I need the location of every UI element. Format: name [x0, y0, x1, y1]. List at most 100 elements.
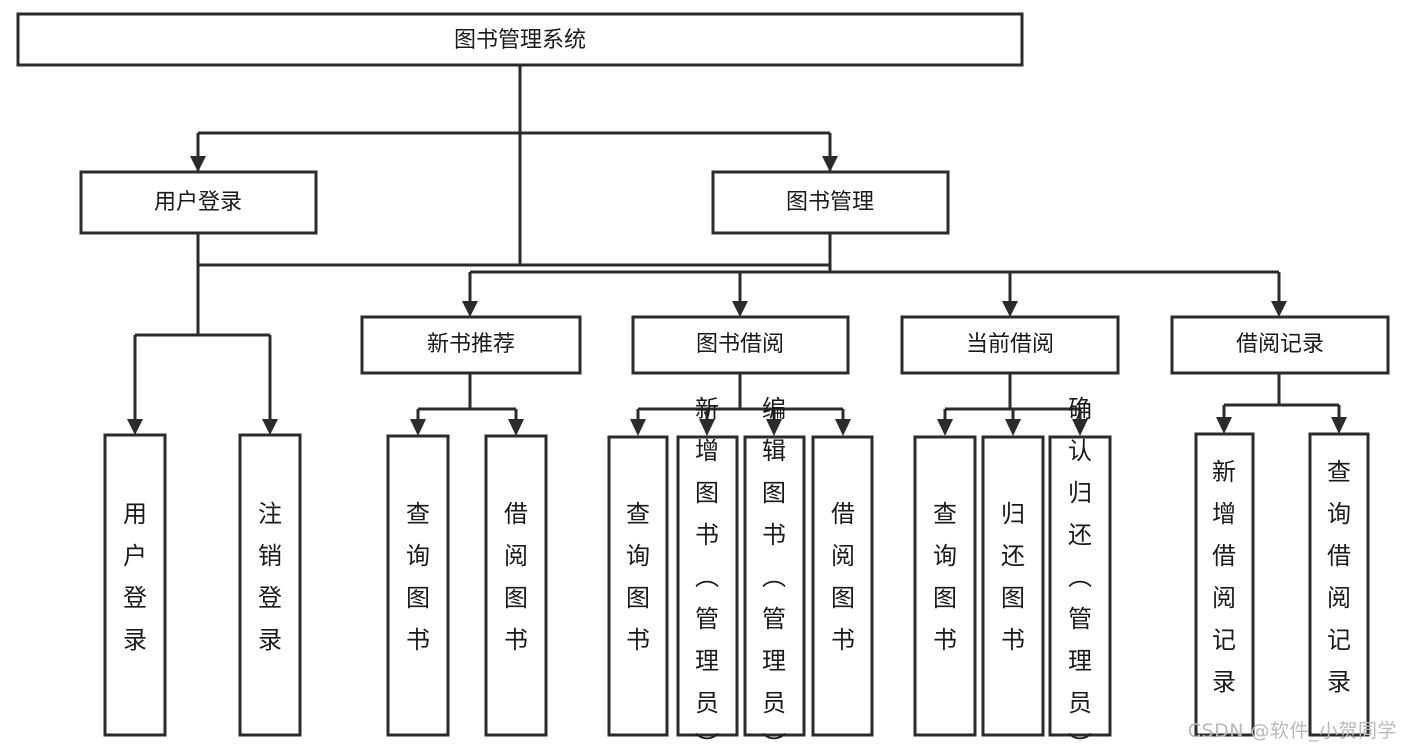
- leaf-label-char: 录: [1327, 668, 1351, 696]
- arrowhead-query-record: [1331, 417, 1347, 434]
- arrowhead-leaf-user-logout: [262, 419, 278, 435]
- node-leaf-return-book-box[interactable]: [981, 435, 1045, 737]
- leaf-label-char: 询: [406, 542, 430, 570]
- leaf-label-char: 阅: [1212, 584, 1236, 612]
- node-borrow-record-box[interactable]: [1170, 315, 1390, 375]
- leaf-label-char: 理: [762, 647, 786, 675]
- node-leaf-add-book[interactable]: [676, 435, 739, 737]
- leaf-label-char: 阅: [504, 542, 528, 570]
- arrowhead-current-borrow: [1002, 301, 1018, 317]
- node-leaf-add-record-box[interactable]: [1194, 432, 1255, 737]
- node-leaf-query-book-1-box[interactable]: [386, 434, 450, 737]
- node-leaf-query-book-1[interactable]: [386, 434, 450, 737]
- leaf-label-char: 户: [123, 542, 147, 570]
- arrowhead-user-login: [190, 156, 206, 172]
- leaf-label-char: 录: [123, 626, 147, 654]
- node-leaf-user-logout[interactable]: [238, 433, 302, 737]
- leaf-label-char: 书: [695, 521, 719, 549]
- node-leaf-query-book-2[interactable]: [607, 435, 669, 737]
- node-leaf-edit-book-box[interactable]: [743, 435, 806, 737]
- node-leaf-query-record-box[interactable]: [1308, 432, 1370, 737]
- node-leaf-return-book[interactable]: [981, 435, 1045, 737]
- edge-layer-main: [127, 65, 1347, 436]
- node-leaf-query-book-3[interactable]: [913, 435, 977, 737]
- node-root[interactable]: 图书管理系统: [16, 12, 1024, 67]
- node-leaf-borrow-book-2[interactable]: [811, 435, 874, 737]
- leaf-label-char: 新: [1212, 458, 1236, 486]
- node-leaf-add-book-box[interactable]: [676, 435, 739, 737]
- leaf-label-char: 查: [1327, 458, 1351, 486]
- leaf-label-char: 理: [1068, 647, 1092, 675]
- node-leaf-user-logout-box[interactable]: [238, 433, 302, 737]
- leaf-label-char: ︶: [1068, 731, 1092, 747]
- node-current-borrow-box[interactable]: [900, 315, 1120, 375]
- leaf-label-char: 借: [1212, 542, 1236, 570]
- node-leaf-edit-book[interactable]: [743, 435, 806, 737]
- node-root-box[interactable]: [16, 12, 1024, 67]
- arrowhead-edit-book: [766, 419, 782, 436]
- leaf-label-char: 管: [1068, 605, 1092, 633]
- arrowhead-return-book: [1005, 419, 1021, 436]
- node-leaf-borrow-book-1[interactable]: [484, 434, 548, 737]
- leaf-label-char: 员: [1068, 689, 1092, 717]
- arrowhead-query-book-2: [630, 419, 646, 436]
- leaf-label-char: 管: [695, 605, 719, 633]
- edge-layer: [196, 65, 832, 267]
- node-user-login-box[interactable]: [79, 170, 318, 235]
- leaf-label-char: 管: [762, 605, 786, 633]
- node-current-borrow[interactable]: 当前借阅: [900, 315, 1120, 375]
- leaf-label-char: 查: [626, 500, 650, 528]
- node-book-manage[interactable]: 图书管理: [711, 170, 950, 235]
- leaf-label-char: 借: [504, 500, 528, 528]
- leaf-label-char: 登: [258, 584, 282, 612]
- leaf-label-char: 书: [626, 626, 650, 654]
- leaf-label-char: 辑: [762, 437, 786, 465]
- leaf-label-char: 图: [406, 584, 430, 612]
- node-leaf-user-login-box[interactable]: [103, 433, 167, 737]
- leaf-label-char: ︶: [762, 731, 786, 747]
- leaf-label-char: 员: [762, 689, 786, 717]
- node-user-login[interactable]: 用户登录: [79, 170, 318, 235]
- node-new-book-recommend-box[interactable]: [360, 315, 582, 375]
- leaf-label-char: 借: [1327, 542, 1351, 570]
- leaf-label-char: 书: [831, 626, 855, 654]
- node-leaf-query-book-2-box[interactable]: [607, 435, 669, 737]
- leaf-label-char: 书: [504, 626, 528, 654]
- leaf-label-char: 确: [1068, 395, 1092, 423]
- leaf-label-char: 阅: [831, 542, 855, 570]
- arrowhead-query-book-3: [937, 419, 953, 436]
- leaf-label-char: 录: [258, 626, 282, 654]
- node-leaf-confirm-return[interactable]: [1048, 435, 1112, 737]
- node-leaf-borrow-book-1-box[interactable]: [484, 434, 548, 737]
- node-book-manage-label: 图书管理: [786, 190, 874, 215]
- node-borrow-record[interactable]: 借阅记录: [1170, 315, 1390, 375]
- node-book-borrow-box[interactable]: [631, 315, 850, 375]
- node-leaf-add-record[interactable]: [1194, 432, 1255, 737]
- node-leaf-user-login[interactable]: [103, 433, 167, 737]
- leaf-label-char: ︵: [762, 563, 786, 591]
- node-new-book-recommend-label: 新书推荐: [427, 332, 515, 357]
- node-leaf-borrow-book-2-box[interactable]: [811, 435, 874, 737]
- node-leaf-query-book-3-box[interactable]: [913, 435, 977, 737]
- node-leaf-query-record[interactable]: [1308, 432, 1370, 737]
- leaf-label-char: 记: [1212, 626, 1236, 654]
- node-new-book-recommend[interactable]: 新书推荐: [360, 315, 582, 375]
- leaf-label-char: 还: [1001, 542, 1025, 570]
- leaf-label-char: 注: [258, 500, 282, 528]
- node-book-manage-box[interactable]: [711, 170, 950, 235]
- leaf-label-char: 录: [1212, 668, 1236, 696]
- leaf-label-char: 借: [831, 500, 855, 528]
- node-leaf-confirm-return-box[interactable]: [1048, 435, 1112, 737]
- node-book-borrow[interactable]: 图书借阅: [631, 315, 850, 375]
- node-borrow-record-label: 借阅记录: [1236, 332, 1324, 357]
